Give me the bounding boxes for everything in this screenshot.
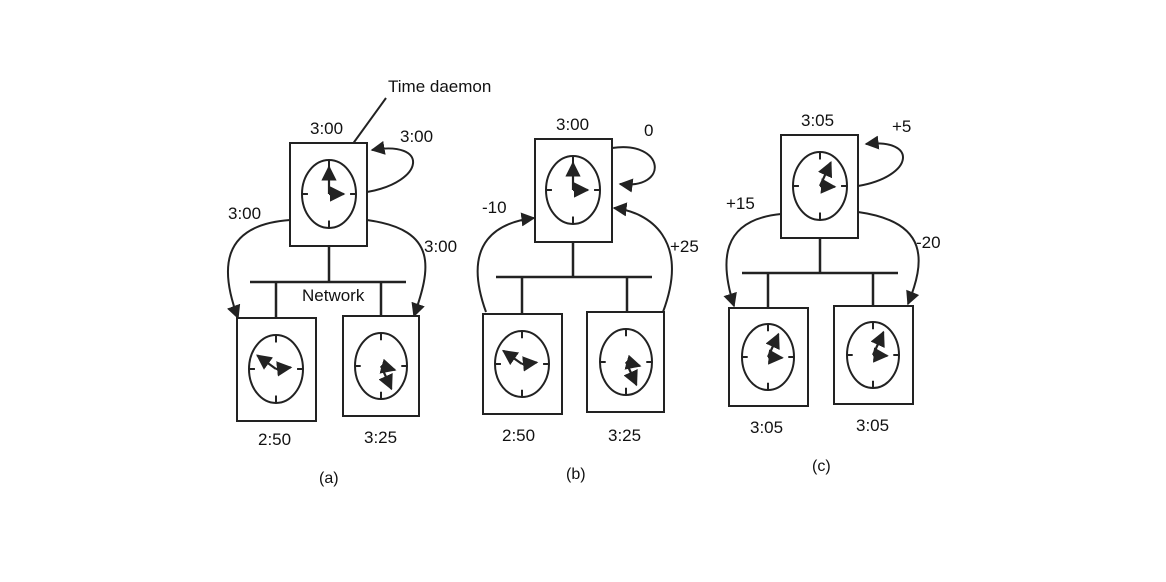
self-arrow-label: 0 — [644, 121, 653, 140]
daemon-clock — [792, 151, 848, 221]
minute-hand — [502, 349, 523, 366]
hour-hand — [275, 361, 293, 377]
machine-time-right: 3:25 — [364, 428, 397, 447]
hour-hand — [379, 358, 397, 374]
daemon-time-label: 3:00 — [556, 115, 589, 134]
right-arrow-label: 3:00 — [424, 237, 457, 256]
network-label: Network — [302, 286, 365, 305]
panel-b: 3:00 0 -10 +25 2:50 3:25 (b) — [476, 115, 699, 483]
machine-clock-right — [599, 328, 653, 396]
machine-time-left: 2:50 — [502, 426, 535, 445]
right-arrow — [366, 219, 427, 318]
minute-hand — [256, 354, 277, 370]
panel-caption: (a) — [319, 470, 339, 487]
minute-hand — [870, 330, 885, 356]
left-arrow — [476, 212, 536, 313]
daemon-clock — [545, 155, 601, 225]
left-arrow-label: 3:00 — [228, 204, 261, 223]
hour-hand — [872, 347, 889, 363]
right-arrow-label: +25 — [670, 237, 699, 256]
machine-clock-right — [846, 321, 900, 389]
machine-clock-left — [494, 330, 550, 398]
hour-hand — [521, 356, 539, 372]
daemon-time-label: 3:05 — [801, 111, 834, 130]
machine-clock-left — [741, 323, 795, 391]
minute-hand — [818, 161, 833, 187]
left-arrow — [227, 219, 291, 320]
left-arrow-label: +15 — [726, 194, 755, 213]
minute-hand — [623, 361, 638, 387]
machine-clock-right — [354, 332, 408, 400]
minute-hand — [378, 365, 393, 391]
machine-time-right: 3:05 — [856, 416, 889, 435]
hour-hand — [819, 178, 837, 194]
self-arrow — [611, 146, 656, 193]
machine-time-left: 2:50 — [258, 430, 291, 449]
hour-hand — [624, 354, 642, 370]
daemon-clock — [301, 159, 357, 229]
self-arrow — [366, 140, 415, 193]
self-arrow-label: 3:00 — [400, 127, 433, 146]
right-arrow — [857, 211, 920, 306]
panel-a: 3:00 3:00 3:00 3:00 Network 2:50 3:25 (a… — [227, 119, 457, 487]
self-arrow-label: +5 — [892, 117, 911, 136]
panel-caption: (b) — [566, 466, 586, 483]
right-arrow-label: -20 — [916, 233, 941, 252]
panel-c: 3:05 +5 +15 -20 3:05 3:05 (c) — [723, 111, 941, 475]
time-daemon-pointer — [351, 97, 387, 146]
self-arrow — [857, 135, 904, 187]
right-arrow — [612, 202, 673, 313]
daemon-time-label: 3:00 — [310, 119, 343, 138]
hour-hand — [767, 349, 784, 365]
machine-time-left: 3:05 — [750, 418, 783, 437]
left-arrow — [723, 213, 782, 308]
machine-clock-left — [248, 334, 304, 404]
panel-caption: (c) — [812, 458, 831, 475]
machine-time-right: 3:25 — [608, 426, 641, 445]
minute-hand — [765, 332, 780, 358]
time-daemon-label: Time daemon — [388, 77, 491, 96]
left-arrow-label: -10 — [482, 198, 507, 217]
